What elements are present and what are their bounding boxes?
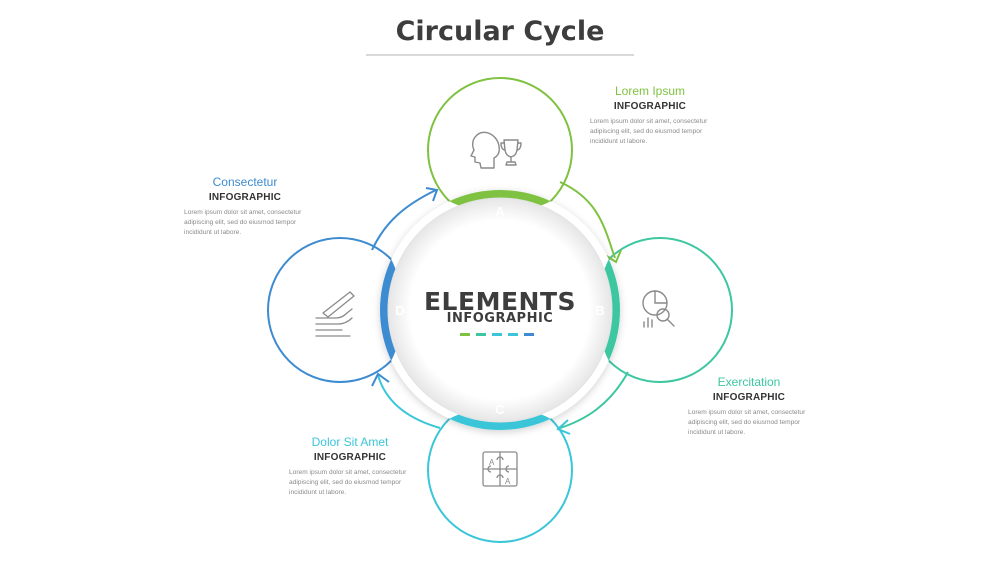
block-exercitation: Exercitation INFOGRAPHIC Lorem ipsum dol…	[688, 375, 810, 438]
head-trophy-icon	[470, 131, 522, 169]
block-lorem-ipsum: Lorem Ipsum INFOGRAPHIC Lorem ipsum dolo…	[590, 84, 710, 147]
page-title: Circular Cycle	[395, 16, 605, 47]
arrow-b-to-c-head	[556, 419, 571, 435]
block-a-title: Lorem Ipsum	[614, 84, 686, 98]
block-dolor-sit-amet: Dolor Sit Amet INFOGRAPHIC Lorem ipsum d…	[289, 435, 411, 498]
svg-text:A: A	[489, 458, 495, 467]
arrow-c-to-d	[377, 374, 441, 429]
block-b-body: Lorem ipsum dolor sit amet, consectetur …	[688, 409, 806, 436]
segment-c-cap	[434, 408, 566, 430]
center-dash-2	[476, 333, 486, 336]
block-d-subtitle: INFOGRAPHIC	[208, 192, 282, 203]
segment-a-cap	[434, 190, 566, 212]
center-title: ELEMENTS	[423, 287, 577, 316]
segment-d-letter: D	[395, 303, 404, 318]
block-d-title: Consectetur	[212, 175, 278, 189]
segment-b-letter: B	[595, 303, 604, 318]
block-c-title: Dolor Sit Amet	[311, 435, 389, 449]
block-c-subtitle: INFOGRAPHIC	[313, 452, 387, 463]
hand-pencil-icon	[315, 291, 355, 337]
puzzle-icon: A A	[482, 451, 518, 487]
block-a-subtitle: INFOGRAPHIC	[613, 101, 687, 112]
segment-a-letter: A	[495, 204, 505, 219]
center-subtitle: INFOGRAPHIC	[446, 311, 554, 326]
arrow-a-to-b-head	[604, 249, 622, 264]
segment-b-cap	[598, 244, 620, 376]
block-consectetur: Consectetur INFOGRAPHIC Lorem ipsum dolo…	[184, 175, 306, 238]
center-dash-3	[492, 333, 502, 336]
segment-c-letter: C	[495, 402, 505, 417]
block-c-body: Lorem ipsum dolor sit amet, consectetur …	[289, 469, 407, 496]
center-dash-5	[524, 333, 534, 336]
arrow-a-to-b	[559, 181, 616, 259]
segment-d-cap	[380, 244, 402, 376]
center-hole	[388, 198, 612, 422]
pie-chart-magnifier-icon	[642, 290, 675, 328]
block-b-subtitle: INFOGRAPHIC	[712, 392, 786, 403]
title-underline	[366, 54, 634, 56]
block-d-body: Lorem ipsum dolor sit amet, consectetur …	[184, 209, 302, 236]
block-b-title: Exercitation	[717, 375, 781, 389]
arrow-d-to-a-head	[425, 187, 439, 202]
block-a-body: Lorem ipsum dolor sit amet, consectetur …	[590, 118, 708, 145]
center-dash-1	[460, 333, 470, 336]
center-dash-4	[508, 333, 518, 336]
arrow-b-to-c	[559, 371, 629, 429]
arrow-c-to-d-head	[371, 372, 390, 387]
arrow-d-to-a	[371, 189, 437, 251]
svg-text:A: A	[505, 477, 511, 486]
